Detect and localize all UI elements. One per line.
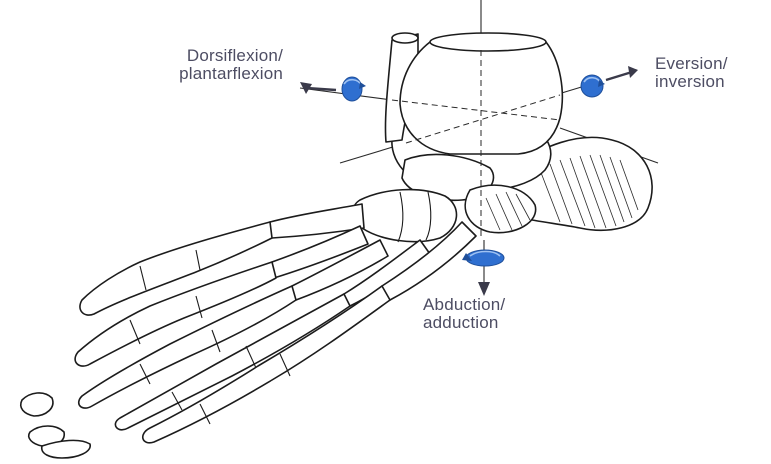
toe-tips	[21, 393, 53, 416]
abduction-rotation-icon	[462, 250, 504, 266]
dorsiflexion-label-line1: Dorsiflexion/	[113, 47, 283, 65]
fibula-top	[392, 33, 418, 43]
tibia-bone	[400, 42, 562, 154]
cuneiform-bones	[353, 190, 457, 242]
abduction-label-line1: Abduction/	[423, 296, 563, 314]
dorsiflexion-label-line2: plantarflexion	[113, 65, 283, 83]
abduction-label-line2: adduction	[423, 314, 563, 332]
eversion-arrow-shaft	[606, 72, 632, 80]
abduction-arrowhead	[478, 282, 490, 296]
dorsiflexion-plantarflexion-label: Dorsiflexion/ plantarflexion	[113, 47, 283, 83]
eversion-label-line2: inversion	[655, 73, 771, 91]
eversion-inversion-label: Eversion/ inversion	[655, 55, 771, 91]
eversion-label-line1: Eversion/	[655, 55, 771, 73]
eversion-rotation-icon	[581, 75, 605, 97]
dorsiflexion-rotation-icon	[342, 77, 366, 101]
tibia-top	[430, 33, 546, 51]
abduction-adduction-label: Abduction/ adduction	[423, 296, 563, 332]
